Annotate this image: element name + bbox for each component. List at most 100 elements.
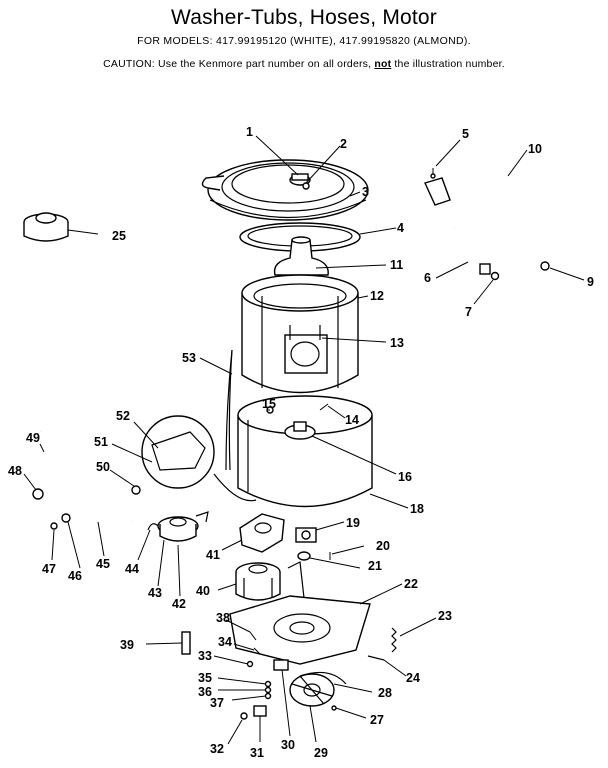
label-part-2: 2 <box>340 137 347 151</box>
label-part-15: 15 <box>262 397 276 411</box>
part-43-clip[interactable] <box>195 511 209 523</box>
label-part-48: 48 <box>8 464 22 478</box>
part-2-screw[interactable] <box>302 182 310 190</box>
part-45-pump-hose[interactable] <box>73 506 133 529</box>
label-part-28: 28 <box>378 686 392 700</box>
label-part-39: 39 <box>120 638 134 652</box>
part-38-bolt[interactable] <box>249 631 257 641</box>
part-14-bolt[interactable] <box>319 403 329 411</box>
part-37-washer[interactable] <box>264 692 272 700</box>
part-42-pump[interactable] <box>157 516 199 542</box>
part-12-basket[interactable] <box>241 274 359 394</box>
label-part-33: 33 <box>198 649 212 663</box>
label-part-40: 40 <box>196 584 210 598</box>
part-47-clamp[interactable] <box>50 522 58 530</box>
part-41-motor-cover[interactable] <box>239 513 285 553</box>
label-part-49: 49 <box>26 431 40 445</box>
part-13-hub[interactable] <box>284 325 328 374</box>
part-22-base[interactable] <box>229 561 371 665</box>
label-part-14: 14 <box>345 413 359 427</box>
label-part-25: 25 <box>112 229 126 243</box>
label-part-19: 19 <box>346 516 360 530</box>
label-part-51: 51 <box>94 435 108 449</box>
label-part-44: 44 <box>125 562 139 576</box>
models-line: FOR MODELS: 417.99195120 (WHITE), 417.99… <box>137 35 471 47</box>
caution-prefix: CAUTION: Use the Kenmore part number on … <box>103 58 375 70</box>
page-title: Washer-Tubs, Hoses, Motor <box>170 6 437 29</box>
part-29-pulley[interactable] <box>289 673 335 707</box>
label-part-6: 6 <box>424 271 431 285</box>
part-39-bracket[interactable] <box>181 631 191 655</box>
part-31-nut[interactable] <box>253 705 267 717</box>
label-part-12: 12 <box>370 289 384 303</box>
label-part-37: 37 <box>210 696 224 710</box>
label-part-42: 42 <box>172 597 186 611</box>
part-3-tub-ring[interactable] <box>201 159 369 221</box>
label-part-1: 1 <box>246 125 253 139</box>
label-part-13: 13 <box>390 336 404 350</box>
part-27-clip[interactable] <box>331 705 337 711</box>
label-part-34: 34 <box>218 635 232 649</box>
label-part-24: 24 <box>406 671 420 685</box>
label-part-41: 41 <box>206 548 220 562</box>
label-part-36: 36 <box>198 685 212 699</box>
part-44-clamp[interactable] <box>147 523 159 531</box>
label-part-29: 29 <box>314 746 328 760</box>
part-53-drain-tube[interactable] <box>225 349 233 471</box>
label-part-27: 27 <box>370 713 384 727</box>
part-40-motor[interactable] <box>235 562 281 601</box>
label-part-35: 35 <box>198 671 212 685</box>
label-part-22: 22 <box>404 577 418 591</box>
label-part-43: 43 <box>148 586 162 600</box>
label-part-5: 5 <box>462 127 469 141</box>
part-6-elbow[interactable] <box>452 227 491 275</box>
label-part-53: 53 <box>182 351 196 365</box>
label-part-38: 38 <box>216 611 230 625</box>
part-25-snubber[interactable] <box>23 212 69 242</box>
part-18-outer-tub[interactable] <box>237 395 373 508</box>
part-46-clamp[interactable] <box>61 513 71 523</box>
label-part-45: 45 <box>96 557 110 571</box>
part-49-drain-hose[interactable] <box>38 431 68 496</box>
label-part-4: 4 <box>397 221 404 235</box>
label-part-21: 21 <box>368 559 382 573</box>
part-10-inlet-hose[interactable] <box>424 174 547 249</box>
caution-suffix: the illustration number. <box>391 58 505 70</box>
label-part-11: 11 <box>390 258 403 272</box>
part-35-washer[interactable] <box>264 680 272 688</box>
part-16-center-post[interactable] <box>284 421 316 440</box>
part-36-washer[interactable] <box>264 686 272 694</box>
part-48-clamp[interactable] <box>32 488 44 500</box>
label-part-47: 47 <box>42 562 56 576</box>
label-part-30: 30 <box>281 738 295 752</box>
label-part-18: 18 <box>410 502 424 516</box>
label-part-9: 9 <box>587 275 594 289</box>
part-19-switch[interactable] <box>295 527 317 543</box>
part-labels: 1 2 3 4 5 6 7 9 10 11 12 13 14 15 16 18 … <box>8 125 594 760</box>
label-part-32: 32 <box>210 742 224 756</box>
label-part-23: 23 <box>438 609 452 623</box>
part-32-washer[interactable] <box>240 712 248 720</box>
label-part-52: 52 <box>116 409 130 423</box>
label-part-7: 7 <box>465 305 472 319</box>
label-part-46: 46 <box>68 569 82 583</box>
part-5-clamp[interactable] <box>430 168 436 179</box>
part-23-spring[interactable] <box>391 627 397 653</box>
part-50-clamp[interactable] <box>131 485 141 495</box>
part-33-nut[interactable] <box>246 660 254 668</box>
caution-line: CAUTION: Use the Kenmore part number on … <box>0 58 608 70</box>
label-part-50: 50 <box>96 460 110 474</box>
label-part-10: 10 <box>528 142 542 156</box>
part-7-clamp[interactable] <box>490 271 500 281</box>
part-9-clip[interactable] <box>540 261 550 271</box>
part-34-bolt[interactable] <box>253 647 261 655</box>
caution-emphasis: not <box>374 58 392 70</box>
label-part-3: 3 <box>362 185 369 199</box>
part-21-washer[interactable] <box>297 551 311 561</box>
label-part-20: 20 <box>376 539 390 553</box>
label-part-31: 31 <box>250 746 264 760</box>
part-24-clip[interactable] <box>367 655 385 661</box>
part-30-pulley[interactable] <box>273 659 289 671</box>
leader-lines <box>23 135 585 745</box>
